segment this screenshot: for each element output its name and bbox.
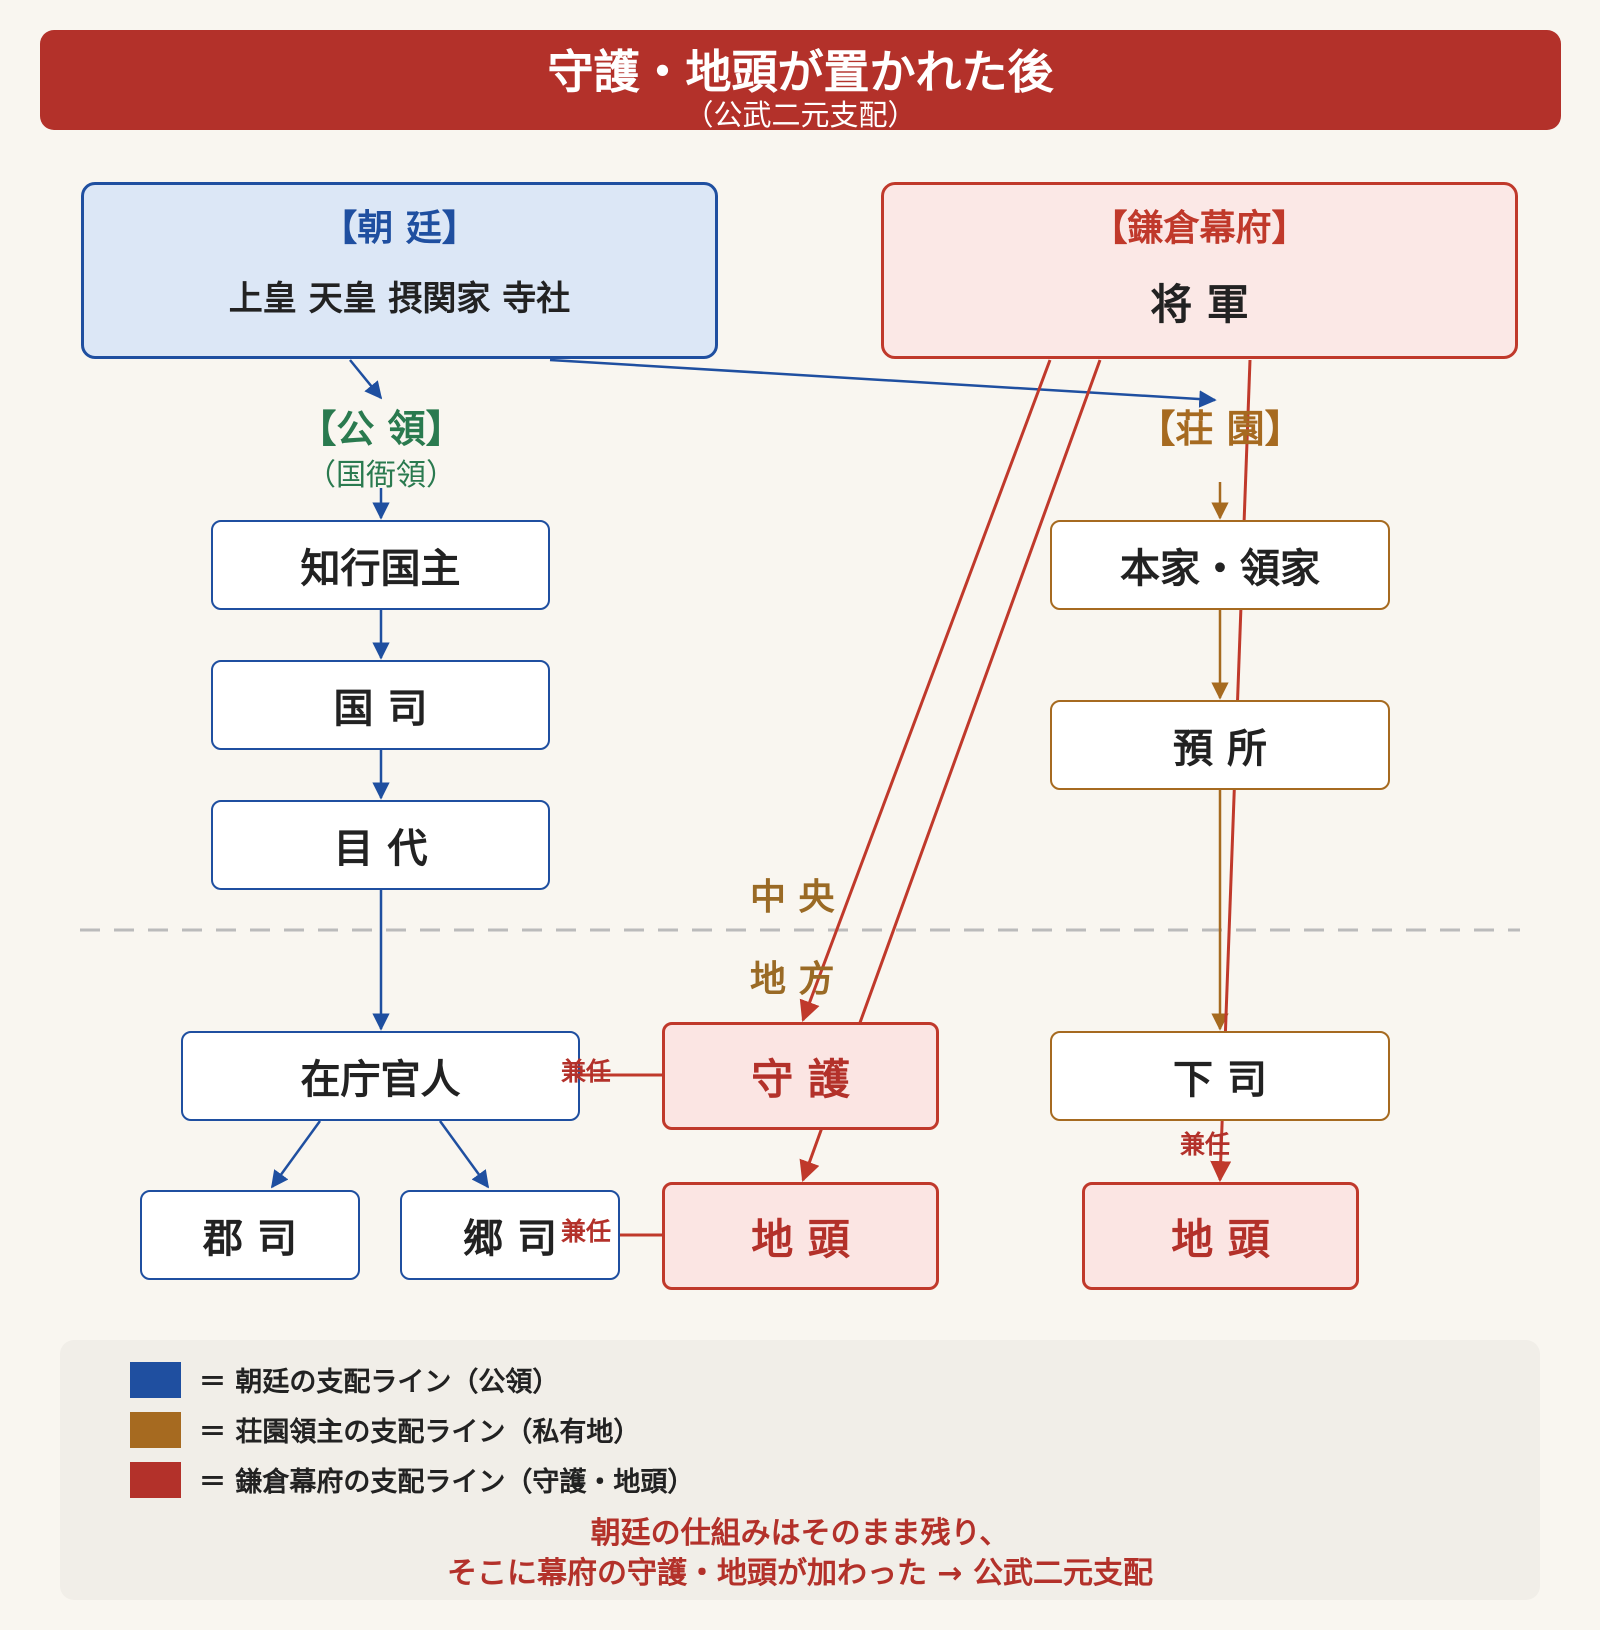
arrow-court-to-public-land <box>349 359 383 400</box>
public-land-title: 【公 領】 <box>298 407 464 451</box>
node-shugo: 守 護 <box>662 1022 939 1130</box>
arrow-zaicho-to-gunji <box>270 1120 322 1189</box>
legend-swatch-red <box>130 1461 181 1498</box>
legend-label-bakufu: ＝ 鎌倉幕府の支配ライン（守護・地頭） <box>199 1467 695 1498</box>
bakufu-title: 【鎌倉幕府】 <box>1091 208 1308 249</box>
node-kokushi: 国 司 <box>211 660 550 750</box>
shoen-title: 【荘 園】 <box>1137 407 1303 451</box>
kennin-label-jito-shoen: 兼任 <box>1180 1130 1231 1159</box>
kennin-label-shugo: 兼任 <box>561 1057 612 1086</box>
node-zaicho-kanjin: 在庁官人 <box>181 1031 580 1121</box>
arrow-court-to-shoen <box>549 358 1217 408</box>
node-jito-shoen: 地 頭 <box>1082 1182 1359 1290</box>
legend-swatch-blue <box>130 1361 181 1398</box>
page-title: 守護・地頭が置かれた後 <box>547 45 1054 99</box>
legend-label-court: ＝ 朝廷の支配ライン（公領） <box>199 1367 560 1398</box>
legend-note-line2: そこに幕府の守護・地頭が加わった → 公武二元支配 <box>446 1556 1154 1591</box>
node-azukaridokoro: 預 所 <box>1050 700 1390 790</box>
legend-note-line1: 朝廷の仕組みはそのまま残り、 <box>590 1516 1010 1551</box>
court-box: 【朝 廷】 上皇 天皇 摂関家 寺社 <box>81 182 718 359</box>
legend-item-bakufu: ＝ 鎌倉幕府の支配ライン（守護・地頭） <box>130 1460 694 1499</box>
page-subtitle: （公武二元支配） <box>684 98 917 132</box>
public-land-subtitle: （国衙領） <box>306 458 456 493</box>
kennin-label-jito-public: 兼任 <box>561 1217 612 1246</box>
bakufu-box: 【鎌倉幕府】 将 軍 <box>881 182 1518 359</box>
legend: ＝ 朝廷の支配ライン（公領） ＝ 荘園領主の支配ライン（私有地） ＝ 鎌倉幕府の… <box>60 1340 1540 1600</box>
local-label: 地 方 <box>750 959 835 1000</box>
court-members: 上皇 天皇 摂関家 寺社 <box>228 279 571 319</box>
node-honke-ryoke: 本家・領家 <box>1050 520 1390 610</box>
node-geshi: 下 司 <box>1050 1031 1390 1121</box>
node-jito-public: 地 頭 <box>662 1182 939 1290</box>
node-mokudai: 目 代 <box>211 800 550 890</box>
node-chigyo-kokushu: 知行国主 <box>211 520 550 610</box>
bakufu-members: 将 軍 <box>1150 280 1249 329</box>
node-gunji: 郡 司 <box>140 1190 360 1280</box>
page-header: 守護・地頭が置かれた後 （公武二元支配） <box>40 30 1561 132</box>
arrow-shogun-to-shugo <box>799 359 1052 1022</box>
central-label: 中 央 <box>750 877 835 918</box>
legend-label-shoen: ＝ 荘園領主の支配ライン（私有地） <box>199 1417 641 1448</box>
node-goji: 郷 司 <box>400 1190 620 1280</box>
court-title: 【朝 廷】 <box>321 208 478 249</box>
legend-item-shoen: ＝ 荘園領主の支配ライン（私有地） <box>130 1410 640 1449</box>
legend-item-court: ＝ 朝廷の支配ライン（公領） <box>130 1360 559 1399</box>
arrow-zaicho-to-goji <box>438 1120 490 1189</box>
legend-swatch-brown <box>130 1411 181 1448</box>
